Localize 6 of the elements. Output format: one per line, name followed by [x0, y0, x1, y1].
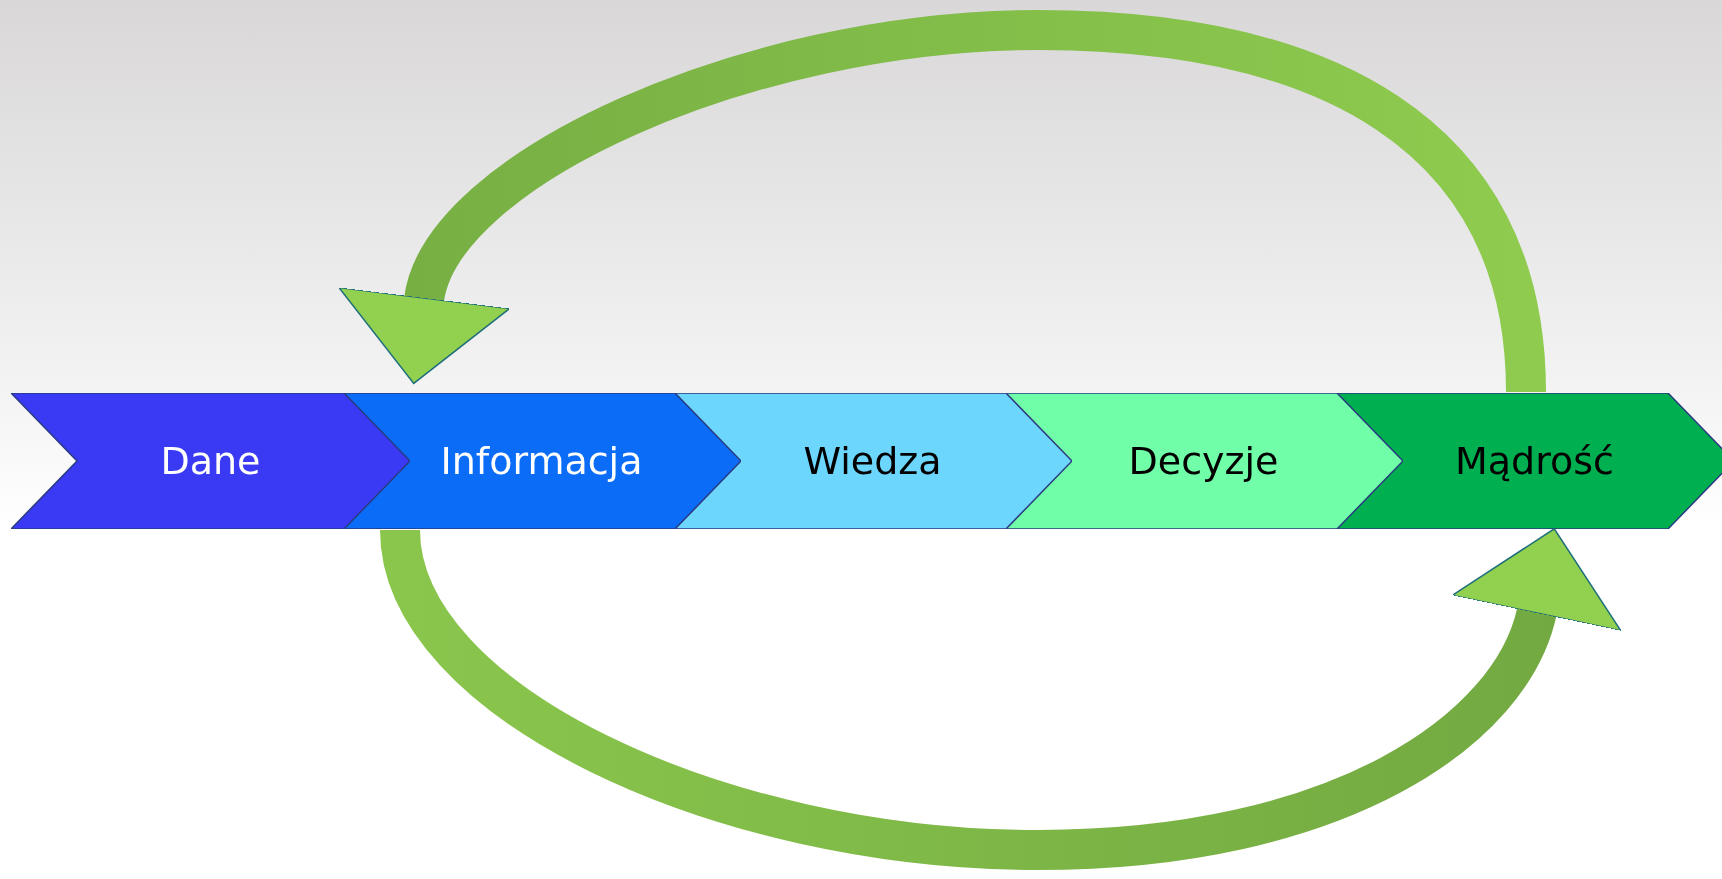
step-label: Decyzje — [1128, 439, 1279, 483]
step-label: Informacja — [440, 439, 643, 483]
step-label: Wiedza — [803, 439, 942, 483]
step-label: Mądrość — [1455, 439, 1614, 483]
step-label: Dane — [160, 439, 261, 483]
curved-arrow — [341, 10, 1546, 394]
